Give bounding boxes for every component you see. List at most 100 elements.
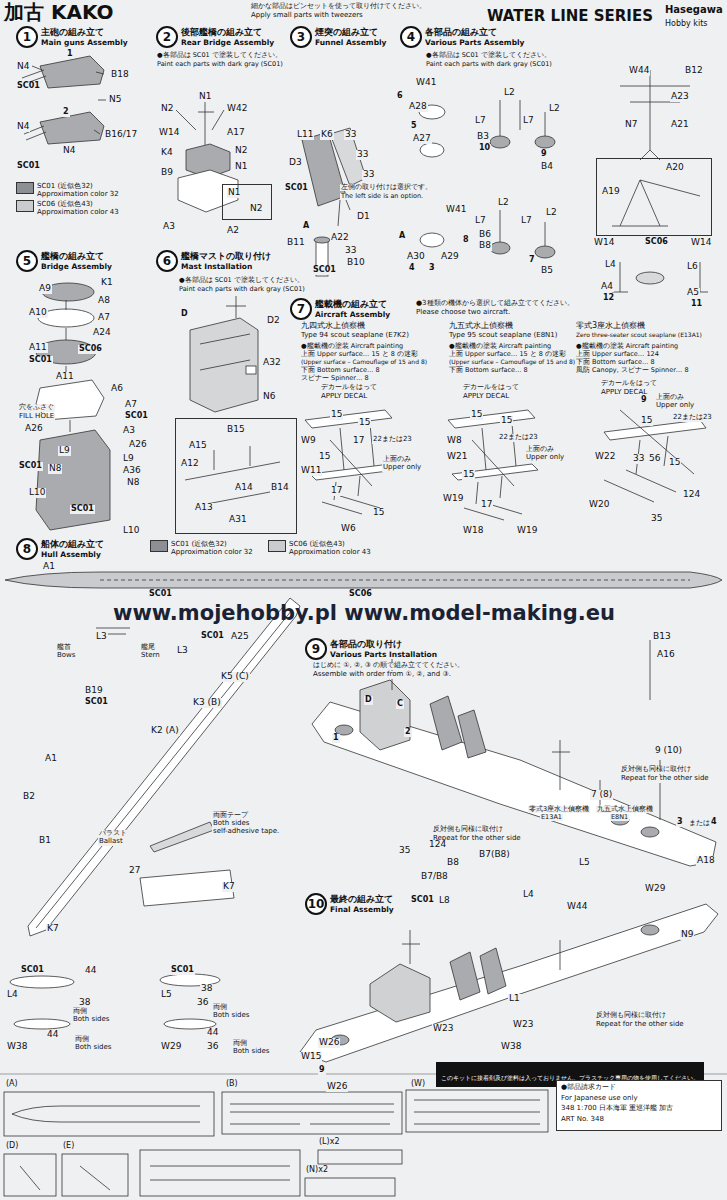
node-text: A19: [601, 187, 621, 197]
part-label: A8: [97, 296, 111, 306]
part-label: (B): [225, 1080, 239, 1089]
node-text: A20: [665, 163, 685, 173]
part-label: B13: [652, 632, 672, 642]
part-label: Bows: [56, 652, 76, 660]
step-title: Final Assembly: [330, 905, 394, 914]
step-heading: 8船体の組み立てHull Assembly: [16, 538, 104, 560]
part-label: B8: [446, 858, 460, 868]
part-label: A18: [696, 856, 716, 866]
part-label: B7/B8: [420, 872, 449, 882]
paint-code: SC01: [28, 356, 53, 365]
part-label: N4: [62, 146, 76, 156]
callout-number: 8: [462, 236, 470, 245]
part-label: L10: [28, 488, 46, 498]
part-label: A36: [122, 466, 142, 476]
part-label: D2: [266, 316, 281, 326]
title-column: 主砲の組み立てMain guns Assembly: [41, 27, 128, 47]
part-label: Both sides: [212, 820, 250, 828]
part-label: B10: [346, 258, 366, 268]
part-label: K2 (A): [150, 726, 180, 736]
part-label: 九五式水上偵察機: [596, 806, 654, 813]
paint-code: SC01: [410, 896, 435, 905]
part-label: バラスト: [98, 830, 128, 838]
part-label: L5: [578, 858, 591, 868]
part-label: 反対側も同様に取付け: [595, 1012, 667, 1020]
node-text: A15: [188, 441, 208, 451]
callout-number: 9: [640, 396, 648, 405]
part-label: L4: [604, 260, 617, 270]
part-label: L4: [6, 990, 19, 1000]
part-label: 22または23: [498, 434, 539, 442]
part-label: 15: [330, 410, 343, 420]
node-text: B15: [226, 425, 246, 435]
part-label: 両側: [72, 1008, 88, 1016]
node-text: A12: [180, 459, 200, 469]
inset-box: A20A19: [596, 158, 712, 236]
step-title: Various Parts Installation: [330, 650, 437, 659]
legend-text: SC01 (近似色32) Approximation color 32: [171, 540, 274, 556]
part-label: A32: [262, 358, 282, 368]
part-label: 33: [344, 130, 357, 140]
part-label: Assemble with order from ①, ②, and ③.: [312, 671, 452, 679]
part-label: 両面テープ: [212, 812, 249, 820]
step-heading: 10最終の組み立てFinal Assembly: [305, 893, 394, 915]
part-label: ●艦載機の塗装 Aircraft painting: [448, 343, 552, 350]
part-label: 9 (10): [654, 746, 683, 756]
part-label: (A): [5, 1080, 19, 1089]
part-label: W6: [340, 524, 357, 534]
paint-code: SC01: [200, 632, 225, 641]
node-text: A31: [228, 515, 248, 525]
part-label: L3: [176, 646, 189, 656]
paint-code: SC01: [148, 590, 173, 599]
paint-code: SC01: [312, 266, 337, 275]
part-label: A22: [330, 233, 350, 243]
part-label: W41: [415, 78, 437, 88]
part-label: ●各部品は SC01 で塗装してください。: [178, 277, 305, 284]
part-label: N9: [680, 930, 694, 940]
part-label: デカールをはって: [600, 380, 658, 388]
node-text: ART No. 348: [560, 1116, 718, 1124]
part-label: N4: [16, 62, 30, 72]
part-label: W15: [300, 1052, 322, 1062]
part-label: 15: [372, 508, 385, 518]
part-label: 下面 Bottom surface… 8: [575, 359, 656, 366]
part-label: 穴をふさぐ: [18, 404, 55, 412]
title-column: 艦橋の組み立てBridge Assembly: [41, 251, 112, 271]
part-label: B19: [84, 686, 104, 696]
part-label: (Upper surface – Camouflage of 15 and 8): [448, 359, 576, 366]
callout-number: D: [364, 696, 373, 705]
part-label: 両側: [74, 1036, 90, 1044]
part-label: ●艦載機の塗装 Aircraft painting: [300, 343, 404, 350]
part-label: A4: [600, 282, 614, 292]
part-label: B16/17: [104, 130, 138, 140]
part-label: W23: [512, 1020, 534, 1030]
part-label: (D): [5, 1142, 19, 1151]
part-label: W8: [446, 436, 463, 446]
step-heading: 1主砲の組み立てMain guns Assembly: [16, 26, 128, 48]
step-title: Aircraft Assembly: [315, 310, 390, 319]
part-label: 上面 Upper surface… 15 と 8 の迷彩: [300, 351, 419, 358]
part-label: A2: [226, 226, 240, 236]
part-label: (L)x2: [318, 1138, 341, 1147]
part-label: はじめに ①, ②, ③ の順で組み立ててください。: [312, 662, 465, 670]
part-label: Type 94 scout seaplane (E7K2): [300, 332, 410, 340]
part-label: A23: [670, 92, 690, 102]
part-label: W38: [6, 1042, 28, 1052]
part-label: B9: [160, 168, 174, 178]
color-swatch: [16, 200, 34, 212]
part-label: 下面 Bottom surface… 8: [300, 367, 381, 374]
step-title: 主砲の組み立て: [41, 27, 128, 38]
step-heading: 2後部艦橋の組み立てRear Bridge Assembly: [156, 26, 274, 48]
part-label: 17: [330, 486, 343, 496]
part-label: 艦首: [56, 644, 72, 652]
part-label: 細かな部品はピンセットを使って取り付けてください。: [250, 3, 427, 11]
brand-text: WATER LINE SERIES: [486, 8, 654, 25]
part-label: L9: [122, 454, 135, 464]
part-label: W9: [300, 436, 317, 446]
part-label: Repeat for the other side: [620, 775, 710, 783]
part-label: W14: [593, 238, 615, 248]
title-column: 後部艦橋の組み立てRear Bridge Assembly: [181, 27, 274, 47]
legend-text: SC06 (近似色43) Approximation color 43: [37, 200, 140, 216]
title-column: 船体の組み立てHull Assembly: [41, 539, 104, 559]
part-label: A10: [28, 308, 48, 318]
